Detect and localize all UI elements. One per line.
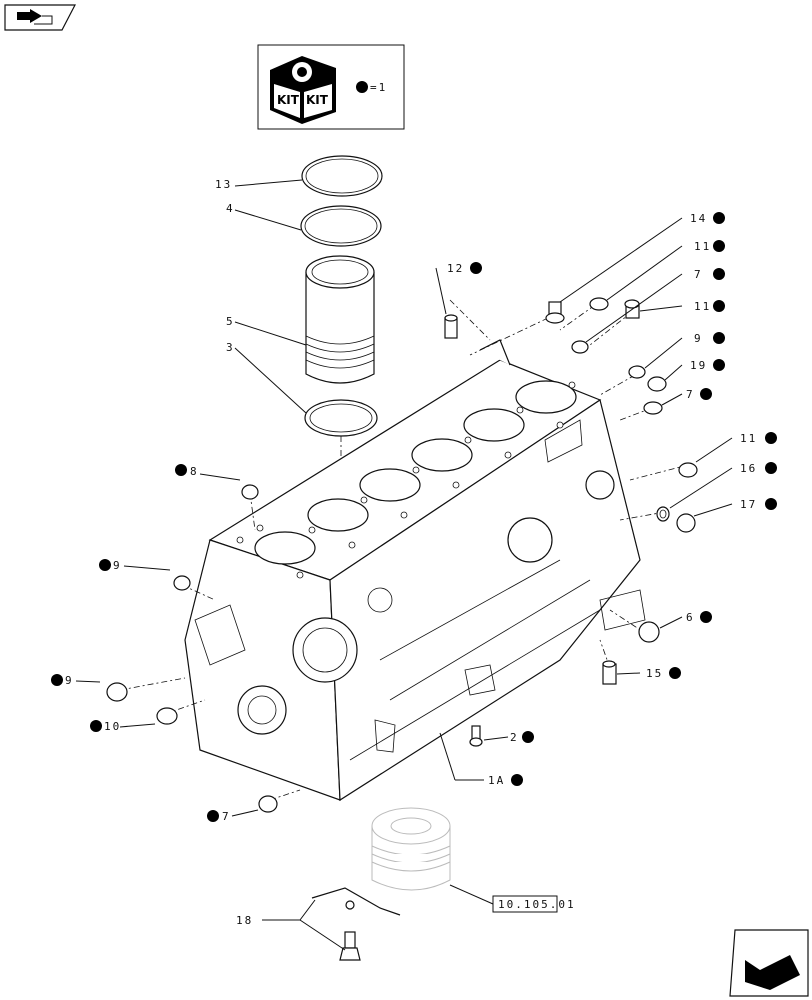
kit-box-icon: KIT KIT: [270, 56, 336, 124]
kit-bullet: [356, 81, 368, 93]
oil-jet-18: [311, 887, 401, 961]
callout-11-mid: 11: [694, 300, 711, 313]
callout-4: 4: [226, 202, 235, 215]
dowel-15: [602, 660, 617, 685]
callout-7-bottom: 7: [222, 810, 231, 823]
plug-7c: [643, 401, 663, 415]
reference-box[interactable]: 10.105.01: [492, 895, 576, 913]
plug-11a: [589, 297, 609, 311]
kit-legend: KIT KIT =1: [257, 44, 405, 130]
kit-label-right: KIT: [306, 93, 329, 107]
plug-8: [241, 484, 259, 500]
callout-6: 6: [686, 611, 695, 624]
seal-ring-3: [304, 399, 378, 437]
callout-9-left-lower: 9: [65, 674, 74, 687]
callout-9-left-upper: 9: [113, 559, 122, 572]
plug-12: [444, 314, 458, 339]
plug-7b: [571, 340, 589, 354]
callout-7-right: 7: [686, 388, 695, 401]
plug-10: [156, 707, 178, 725]
ring-6: [638, 621, 660, 643]
piston-reference: [371, 807, 451, 891]
callout-8: 8: [190, 465, 199, 478]
engine-block: [184, 339, 646, 802]
washer-16: [656, 506, 670, 522]
plug-9b: [106, 682, 128, 702]
callout-3: 3: [226, 341, 235, 354]
o-ring-4: [300, 205, 382, 247]
callout-16: 16: [740, 462, 757, 475]
plug-9c: [628, 365, 646, 379]
callout-1a: 1A: [488, 774, 505, 787]
plug-7a: [258, 795, 278, 813]
callout-17: 17: [740, 498, 757, 511]
callout-5: 5: [226, 315, 235, 328]
next-page-arrow-icon[interactable]: [729, 929, 809, 997]
plug-17: [676, 513, 696, 533]
callout-12: 12: [447, 262, 464, 275]
callout-18: 18: [236, 914, 253, 927]
kit-label-left: KIT: [277, 93, 300, 107]
plug-11c: [678, 462, 698, 478]
callout-9-right: 9: [694, 332, 703, 345]
kit-equals: =1: [370, 81, 387, 94]
callout-15: 15: [646, 667, 663, 680]
callout-leaders: [75, 179, 733, 951]
callout-11-top: 11: [694, 240, 711, 253]
plug-9a: [173, 575, 191, 591]
callout-19: 19: [690, 359, 707, 372]
plug-19: [647, 376, 667, 392]
callout-7-top: 7: [694, 268, 703, 281]
bolt-2: [469, 725, 483, 747]
bolt-14: [545, 301, 565, 324]
callout-11-right: 11: [740, 432, 757, 445]
cylinder-liner-5: [305, 255, 375, 384]
book-navigation-icon[interactable]: [4, 4, 76, 31]
callout-13: 13: [215, 178, 232, 191]
callout-10: 10: [104, 720, 121, 733]
callout-2: 2: [510, 731, 519, 744]
reference-text: 10.105.01: [498, 898, 576, 911]
callout-14: 14: [690, 212, 707, 225]
o-ring-13: [301, 155, 383, 197]
